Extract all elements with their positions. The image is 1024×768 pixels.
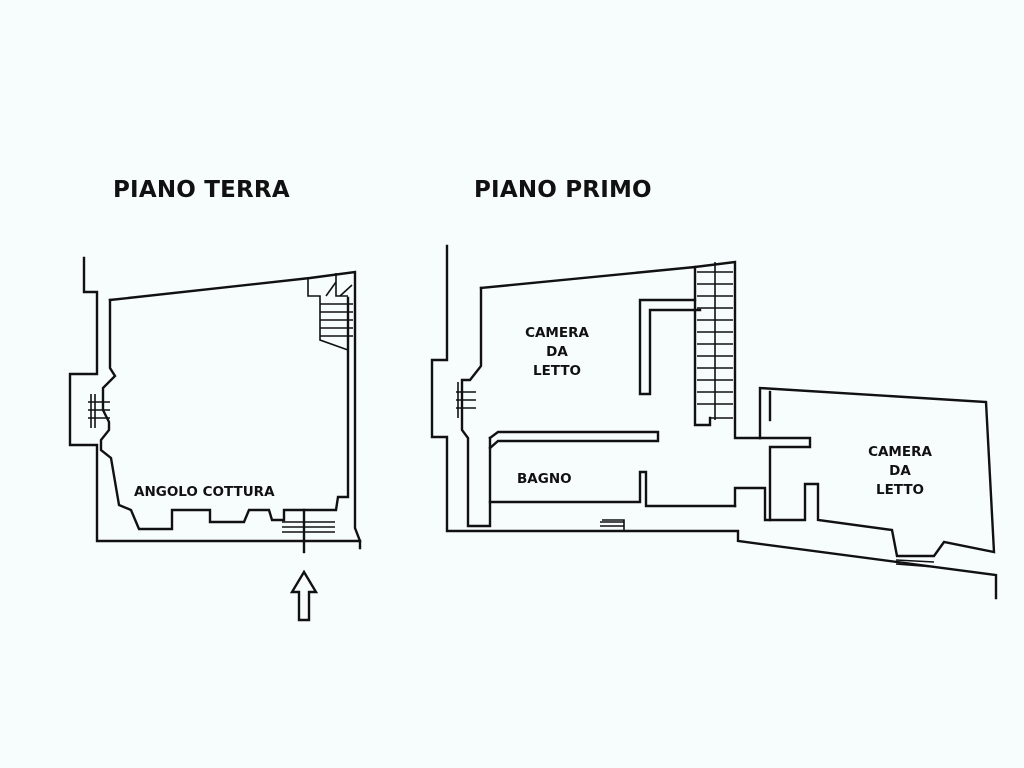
room-label-bedroom-1: CAMERA DA LETTO xyxy=(517,324,597,381)
room-label-bedroom-1-line-1: CAMERA xyxy=(525,325,589,341)
room-label-bedroom-2: CAMERA DA LETTO xyxy=(860,443,940,500)
room-label-bathroom: BAGNO xyxy=(517,471,572,487)
first-floor-plan xyxy=(430,244,998,600)
room-label-bedroom-1-line-2: DA xyxy=(546,344,568,360)
first-floor-stairs xyxy=(697,262,733,420)
room-label-bedroom-2-line-1: CAMERA xyxy=(868,444,932,460)
ground-floor-walls xyxy=(68,256,362,550)
first-floor-title: PIANO PRIMO xyxy=(474,177,652,203)
first-floor-left-window xyxy=(456,382,476,418)
room-label-kitchen: ANGOLO COTTURA xyxy=(134,484,275,500)
first-floor-walls xyxy=(430,244,998,600)
ground-floor-plan xyxy=(68,256,362,622)
room-label-bedroom-2-line-3: LETTO xyxy=(875,482,925,498)
first-floor-bedroom-window xyxy=(895,555,935,568)
room-label-bedroom-1-line-3: LETTO xyxy=(532,363,582,379)
room-label-bedroom-2-line-2: DA xyxy=(889,463,911,479)
ground-floor-title: PIANO TERRA xyxy=(113,177,290,203)
ground-floor-stairs xyxy=(320,281,353,337)
entrance-arrow-icon xyxy=(289,569,319,622)
ground-floor-left-window xyxy=(88,394,110,428)
ground-floor-entrance-door xyxy=(282,508,335,554)
first-floor-bathroom-window xyxy=(600,521,624,527)
